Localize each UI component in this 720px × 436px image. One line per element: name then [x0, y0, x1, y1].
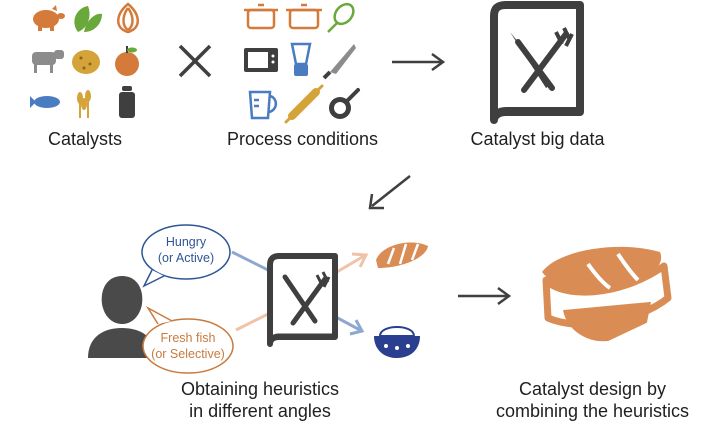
catalyst-big-data-label: Catalyst big data	[470, 129, 605, 149]
bubble-fresh-text: Fresh fish (or Selective)	[143, 330, 233, 362]
bubble-hungry-text: Hungry (or Active)	[142, 234, 230, 266]
frying-pan-icon	[329, 88, 360, 119]
arrow-to-big-data	[392, 52, 446, 72]
cow-icon	[32, 50, 64, 73]
measuring-cup-icon	[248, 90, 278, 120]
catalysts-label: Catalysts	[47, 129, 123, 149]
design-line2: combining the heuristics	[495, 401, 690, 421]
bubble-hungry-line2: (or Active)	[157, 251, 215, 265]
sushi-icon	[542, 246, 672, 342]
process-conditions-label: Process conditions	[226, 129, 379, 149]
pot-icon	[244, 3, 278, 30]
heuristics-label: Obtaining heuristics in different angles	[150, 378, 370, 422]
pan-icon	[286, 3, 322, 30]
arrow-to-design	[458, 286, 512, 306]
blender-icon	[290, 42, 312, 76]
bubble-fresh-line1: Fresh fish	[160, 331, 216, 345]
fish-slice-icon	[376, 242, 428, 268]
ray-blue-in	[231, 250, 269, 272]
bubble-hungry	[141, 224, 231, 288]
rice-bowl-icon	[374, 326, 420, 358]
heuristics-line1: Obtaining heuristics	[180, 379, 340, 399]
potato-icon	[72, 50, 100, 74]
multiply-icon	[178, 44, 212, 78]
rolling-pin-icon	[284, 84, 324, 124]
whisk-icon	[327, 2, 355, 33]
fish-icon	[30, 96, 60, 108]
arrow-down-left	[368, 175, 411, 210]
bubble-hungry-line1: Hungry	[165, 235, 207, 249]
knife-icon	[322, 44, 356, 80]
design-label: Catalyst design by combining the heurist…	[470, 378, 715, 422]
ray-peach-in	[235, 312, 269, 332]
onion-icon	[117, 2, 139, 34]
recipe-book-small-icon	[267, 253, 338, 347]
pig-icon	[33, 5, 65, 31]
microwave-icon	[244, 48, 278, 72]
person-icon	[88, 276, 156, 358]
pepper-mill-icon	[119, 86, 135, 118]
wheat-icon	[77, 90, 91, 118]
recipe-book-icon	[490, 1, 584, 124]
bubble-fresh-fish	[142, 305, 234, 374]
ray-blue-out	[333, 314, 365, 336]
spinach-icon	[74, 6, 102, 32]
design-line1: Catalyst design by	[518, 379, 667, 399]
heuristics-line2: in different angles	[189, 401, 331, 421]
bubble-fresh-line2: (or Selective)	[151, 347, 225, 361]
apple-icon	[115, 46, 139, 76]
